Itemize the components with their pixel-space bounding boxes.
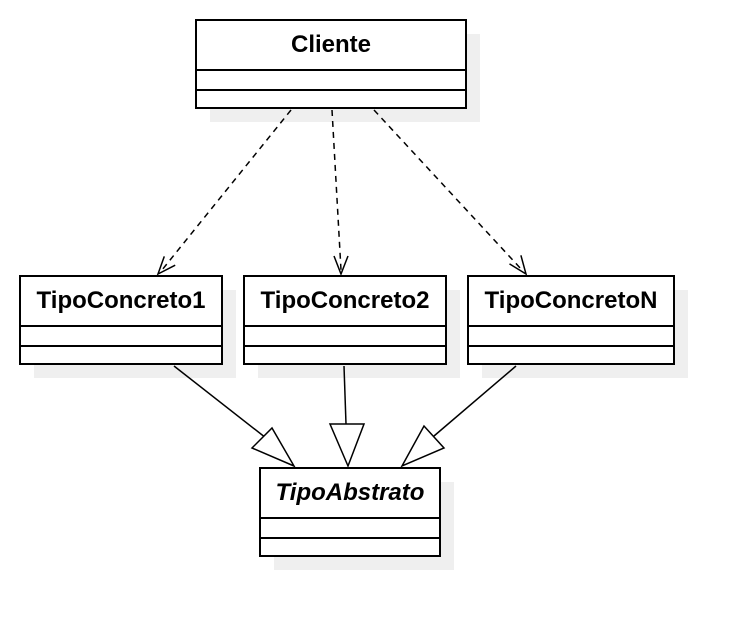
- class-name: Cliente: [291, 31, 371, 58]
- dependency-line: [161, 109, 292, 271]
- hollow-triangle-arrowhead: [400, 424, 446, 468]
- class-tipoconcreto2[interactable]: TipoConcreto2: [243, 275, 460, 378]
- dependency-cliente-to-tipoconcreton[interactable]: [373, 109, 528, 276]
- dependency-cliente-to-tipoconcreto2[interactable]: [331, 109, 349, 277]
- open-arrowhead: [333, 255, 349, 277]
- class-box: [195, 19, 467, 109]
- class-name: TipoConcreto2: [261, 287, 430, 314]
- class-tipoconcreton[interactable]: TipoConcretoN: [467, 275, 688, 378]
- class-cliente[interactable]: Cliente: [195, 19, 480, 122]
- hollow-triangle-arrowhead: [250, 426, 296, 468]
- generalization-tipoconcreto2-to-tipoabstrato[interactable]: [328, 365, 366, 468]
- generalization-line: [343, 365, 347, 425]
- dependency-cliente-to-tipoconcreto1[interactable]: [156, 109, 292, 276]
- class-tipoconcreto1[interactable]: TipoConcreto1: [19, 275, 236, 378]
- dependency-line: [373, 109, 523, 271]
- open-arrowhead: [509, 255, 528, 276]
- class-name: TipoConcreto1: [37, 287, 206, 314]
- dependency-line: [331, 109, 342, 271]
- generalization-tipoconcreto1-to-tipoabstrato[interactable]: [173, 365, 296, 468]
- class-box: [19, 275, 223, 365]
- class-box: [467, 275, 675, 365]
- class-name: TipoConcretoN: [485, 287, 658, 314]
- class-tipoabstrato[interactable]: TipoAbstrato: [259, 467, 454, 570]
- class-box: [243, 275, 447, 365]
- class-name: TipoAbstrato: [276, 479, 425, 506]
- generalization-line: [173, 365, 267, 439]
- hollow-triangle-arrowhead: [328, 423, 366, 468]
- generalization-line: [433, 365, 517, 437]
- generalization-tipoconcreton-to-tipoabstrato[interactable]: [400, 365, 517, 468]
- open-arrowhead: [156, 256, 176, 276]
- class-box: [259, 467, 441, 557]
